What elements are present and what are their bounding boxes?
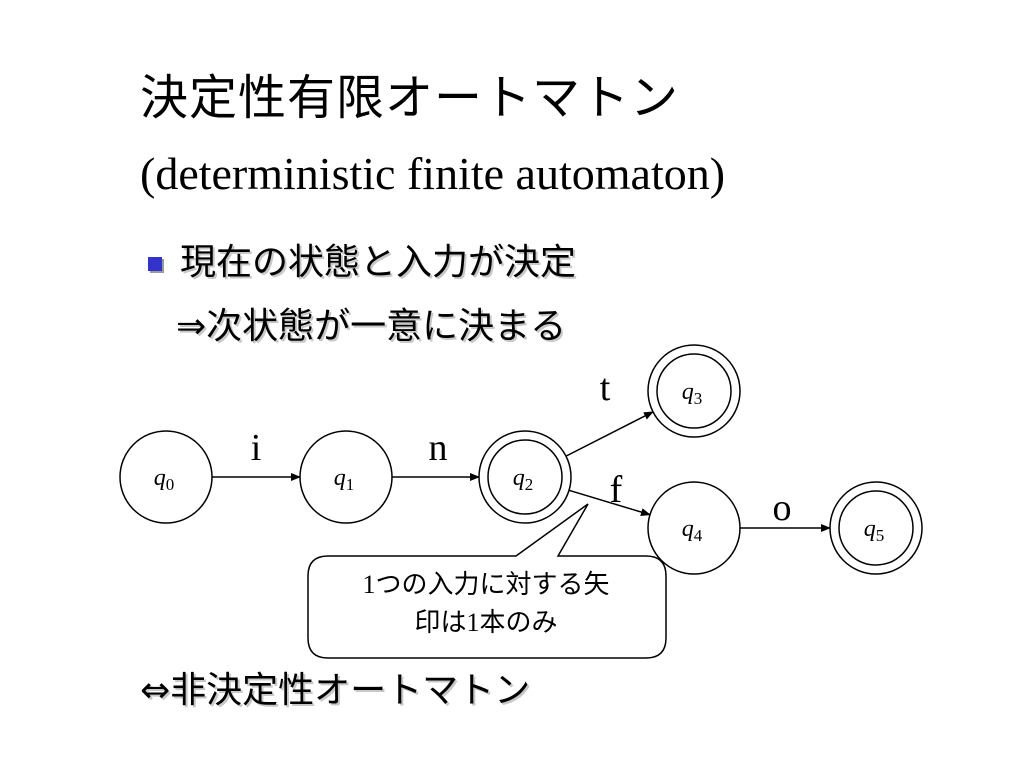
callout-line-1: 1つの入力に対する矢 — [362, 570, 610, 600]
callout-line-2: 印は1本のみ — [414, 608, 558, 638]
state-letter: q — [154, 465, 166, 491]
state-letter: q — [864, 516, 876, 542]
transition-arrow-q2-q3 — [565, 411, 654, 457]
accepting-ring-q5 — [838, 490, 914, 566]
state-circle-q4 — [647, 481, 741, 575]
transition-label-q4-q5: o — [773, 487, 792, 529]
state-letter: q — [682, 516, 694, 542]
state-circle-q0 — [119, 430, 213, 524]
state-circle-q2 — [478, 430, 572, 524]
state-subscript: 4 — [694, 526, 703, 545]
state-letter: q — [682, 379, 694, 405]
bullet-subtext: ⇒次状態が一意に決まる — [176, 306, 567, 347]
bullet-square-icon — [148, 257, 162, 271]
transition-label-q0-q1: i — [251, 427, 262, 469]
transition-edges — [212, 411, 831, 532]
state-label-q1: q1 — [334, 465, 355, 494]
state-q3: q3 — [647, 344, 741, 438]
transition-label-q2-q4: f — [610, 469, 623, 511]
state-letter: q — [513, 465, 525, 491]
footer-note: ⇔非決定性オートマトン — [140, 670, 531, 711]
state-circle-q3 — [647, 344, 741, 438]
callout-bubble — [307, 503, 667, 659]
state-q1: q1 — [299, 430, 393, 524]
state-q2: q2 — [478, 430, 572, 524]
accepting-ring-q2 — [487, 439, 563, 515]
state-letter: q — [334, 465, 346, 491]
slide-subtitle: (deterministic finite automaton) — [140, 148, 726, 199]
state-subscript: 2 — [525, 475, 534, 494]
state-label-q3: q3 — [682, 379, 703, 408]
transition-label-q2-q3: t — [600, 367, 611, 409]
state-q0: q0 — [119, 430, 213, 524]
bullet-text: 現在の状態と入力が決定 — [180, 242, 577, 283]
state-label-q5: q5 — [864, 516, 885, 545]
slide-title: 決定性有限オートマトン — [140, 70, 680, 126]
state-q5: q5 — [829, 481, 923, 575]
transition-label-q1-q2: n — [429, 427, 448, 469]
transition-arrow-q2-q4 — [568, 489, 651, 516]
state-subscript: 0 — [166, 475, 175, 494]
state-q4: q4 — [647, 481, 741, 575]
state-subscript: 3 — [694, 389, 703, 408]
state-subscript: 1 — [346, 475, 355, 494]
state-label-q2: q2 — [513, 465, 534, 494]
transition-labels: i n t f o — [251, 367, 792, 529]
state-circle-q5 — [829, 481, 923, 575]
state-label-q0: q0 — [154, 465, 175, 494]
state-circle-q1 — [299, 430, 393, 524]
state-subscript: 5 — [876, 526, 885, 545]
callout-text: 1つの入力に対する矢 印は1本のみ — [308, 566, 664, 642]
state-label-q4: q4 — [682, 516, 703, 545]
accepting-ring-q3 — [656, 353, 732, 429]
